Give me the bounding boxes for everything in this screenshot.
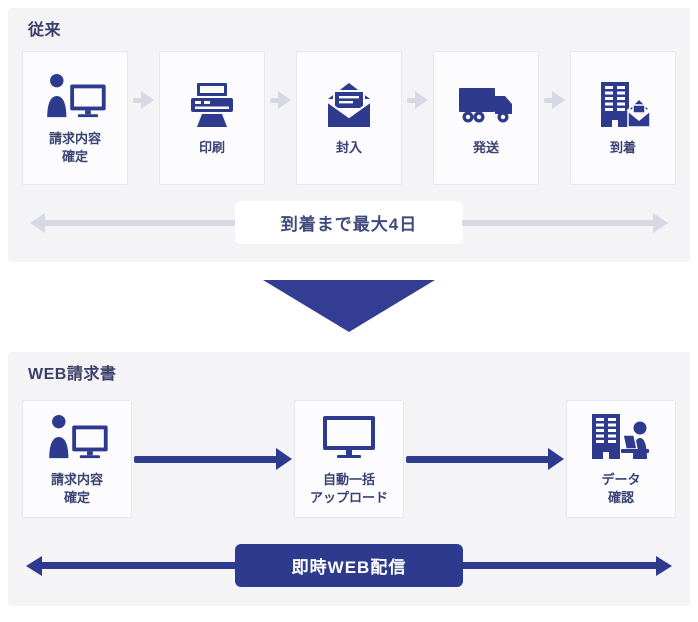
navy-arrow-icon [132, 448, 294, 470]
step-arrive: 到着 [570, 51, 676, 185]
step-label: 印刷 [198, 139, 225, 155]
gray-arrow-icon [265, 91, 296, 109]
step-data-check: データ 確認 [566, 400, 676, 518]
monitor-icon [320, 412, 378, 462]
step-invoice-confirm: 請求内容 確定 [22, 51, 128, 185]
down-triangle-icon [263, 280, 435, 332]
web-flow-section: WEB請求書 請求内容 確定 [8, 352, 690, 606]
conventional-duration-arrow: 到着まで最大4日 [30, 201, 668, 244]
conventional-flow-section: 従来 請求内容 確定 [8, 8, 690, 262]
building-envelope-icon [596, 80, 650, 130]
step-label: 請求内容 確定 [48, 130, 101, 164]
conventional-steps-row: 請求内容 確定 印刷 [22, 51, 676, 185]
step-enclose: 封入 [296, 51, 402, 185]
printer-icon [188, 80, 236, 130]
envelope-letter-icon [324, 80, 374, 130]
web-heading: WEB請求書 [28, 366, 117, 383]
gray-arrow-icon [539, 91, 570, 109]
person-monitor-icon [46, 412, 108, 462]
web-duration-label: 即時WEB配信 [235, 544, 463, 587]
web-steps-row: 請求内容 確定 自動一括 アップロード [22, 400, 676, 518]
person-monitor-icon [44, 71, 106, 121]
arrow-left-head-icon [26, 555, 42, 576]
step-label: データ 確認 [601, 471, 641, 505]
step-invoice-confirm: 請求内容 確定 [22, 400, 132, 518]
gray-arrow-icon [402, 91, 433, 109]
arrow-left-head-icon [30, 212, 45, 233]
step-auto-upload: 自動一括 アップロード [294, 400, 404, 518]
step-label: 自動一括 アップロード [309, 471, 388, 505]
step-label: 請求内容 確定 [50, 471, 103, 505]
step-print: 印刷 [159, 51, 265, 185]
conventional-heading: 従来 [28, 22, 62, 39]
navy-arrow-icon [404, 448, 566, 470]
step-label: 到着 [609, 139, 636, 155]
arrow-right-head-icon [653, 212, 668, 233]
step-label: 封入 [335, 139, 362, 155]
step-ship: 発送 [433, 51, 539, 185]
truck-icon [457, 80, 515, 130]
conventional-duration-label: 到着まで最大4日 [235, 201, 463, 244]
building-person-laptop-icon [590, 412, 652, 462]
step-label: 発送 [472, 139, 499, 155]
web-duration-arrow: 即時WEB配信 [26, 544, 672, 587]
arrow-right-head-icon [656, 555, 672, 576]
gray-arrow-icon [128, 91, 159, 109]
